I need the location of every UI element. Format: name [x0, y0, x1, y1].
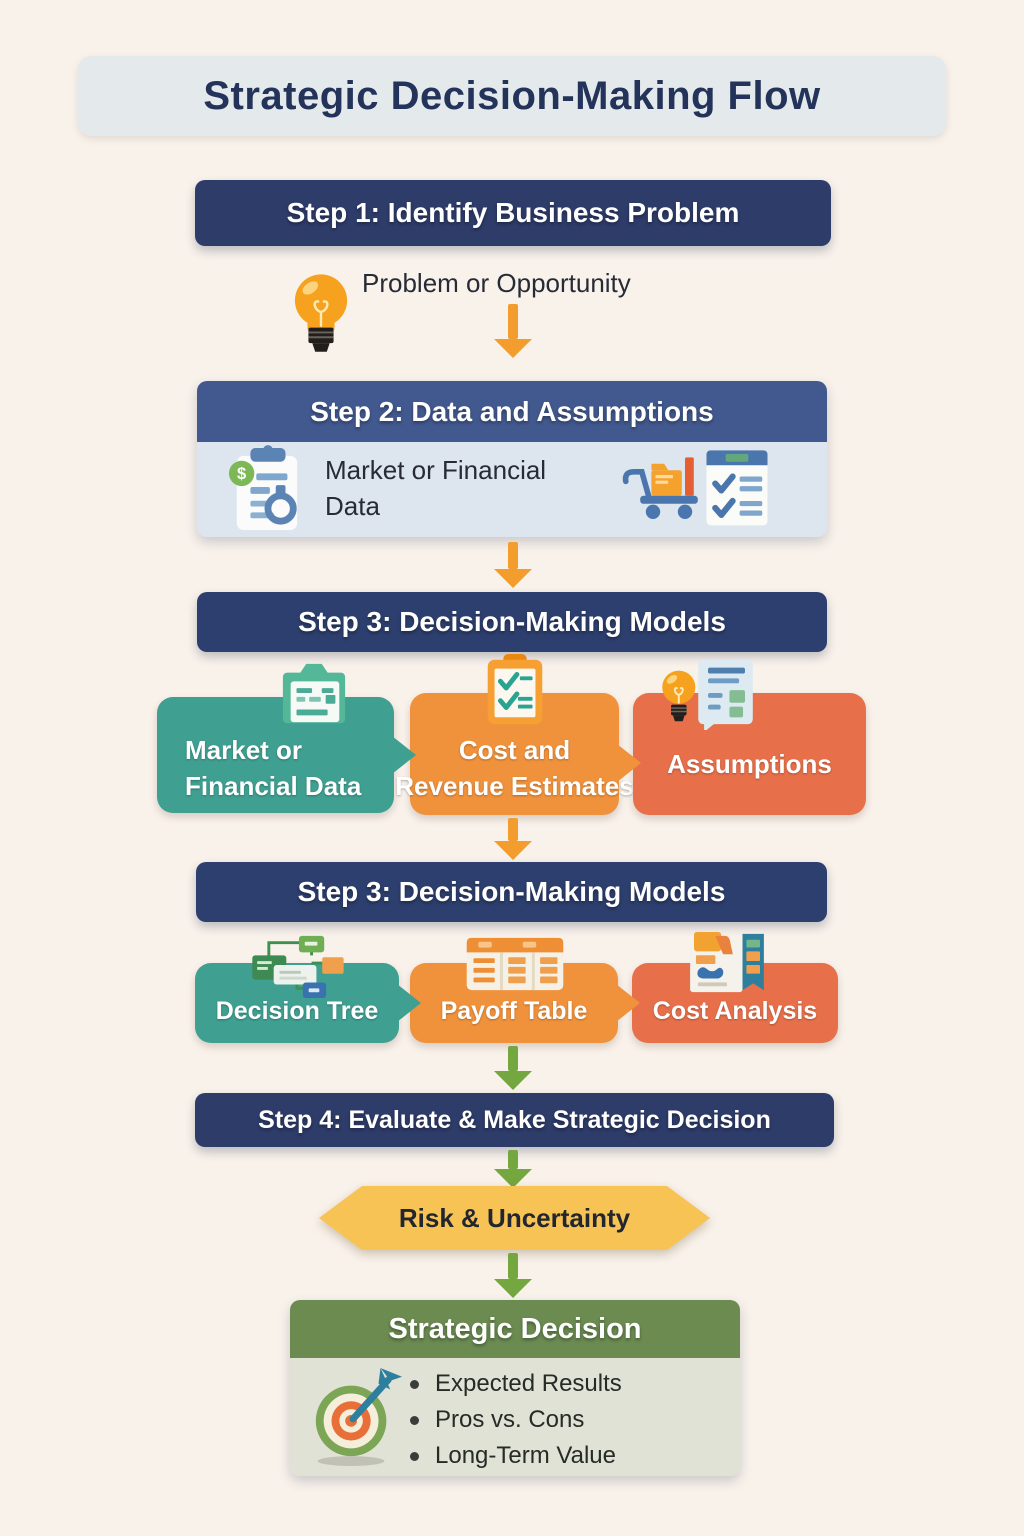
connector-arrow-right-4 [616, 984, 640, 1022]
strategic-decision-body: Expected Results Pros vs. Cons Long-Term… [290, 1358, 740, 1476]
flowbox-label-line1: Cost and [458, 735, 571, 765]
flow-arrow-down-5 [494, 1150, 532, 1188]
risk-label: Risk & Uncertainty [398, 1202, 631, 1233]
bullet-label: Long-Term Value [435, 1442, 616, 1469]
flowbox-label-line2: Financial Data [185, 771, 362, 801]
payoff-table-icon [466, 937, 564, 991]
financial-report-icon: $ [228, 445, 298, 530]
step1-note: Problem or Opportunity [362, 268, 631, 298]
risk-hexagon: Risk & Uncertainty [319, 1186, 710, 1250]
idea-document-icon [662, 659, 753, 730]
step3a-banner: Step 3: Decision-Making Models [197, 592, 827, 652]
folder-document-icon [282, 663, 346, 724]
bullet-item: Long-Term Value [410, 1438, 622, 1474]
step4-banner-label: Step 4: Evaluate & Make Strategic Decisi… [258, 1105, 771, 1134]
connector-arrow-right-1 [392, 736, 416, 774]
step2-banner-label: Step 2: Data and Assumptions [310, 395, 714, 427]
flow-arrow-down-4 [494, 1046, 532, 1090]
strategic-decision-label: Strategic Decision [388, 1312, 642, 1345]
flow-arrow-down-1 [494, 304, 532, 358]
flowbox-cost-revenue-estimates: Cost and Revenue Estimates [395, 693, 634, 815]
flow-arrow-down-2 [494, 542, 532, 588]
bullet-label: Pros vs. Cons [435, 1406, 585, 1433]
flowbox-label-line1: Market or [185, 735, 303, 765]
target-dart-icon [315, 1367, 403, 1466]
step3a-banner-label: Step 3: Decision-Making Models [298, 606, 726, 637]
flowbox-label: Decision Tree [215, 997, 379, 1025]
bullet-item: Pros vs. Cons [410, 1402, 622, 1438]
decision-bullet-list: Expected Results Pros vs. Cons Long-Term… [410, 1366, 622, 1474]
bullet-label: Expected Results [435, 1370, 622, 1397]
step3b-banner: Step 3: Decision-Making Models [196, 862, 827, 922]
flowbox-market-financial-data: Market or Financial Data [157, 697, 394, 813]
bullet-dot [410, 1415, 419, 1425]
step2-body: $ Market or Financial Data [197, 442, 827, 537]
strategic-decision-banner: Strategic Decision [290, 1300, 740, 1358]
risk-hexagon-wrap: Risk & Uncertainty [319, 1186, 710, 1250]
step2-note-line1: Market or Financial [325, 455, 547, 485]
decision-tree-icon [252, 935, 344, 999]
step3b-banner-label: Step 3: Decision-Making Models [297, 876, 726, 907]
svg-text:$: $ [237, 464, 246, 483]
page-title: Strategic Decision-Making Flow [203, 73, 821, 118]
flowbox-label: Cost Analysis [652, 997, 818, 1025]
flow-arrow-down-6 [494, 1253, 532, 1298]
step1-banner: Step 1: Identify Business Problem [195, 180, 831, 246]
step1-banner-label: Step 1: Identify Business Problem [286, 197, 740, 228]
bullet-dot [410, 1379, 419, 1389]
flowbox-label: Payoff Table [440, 997, 588, 1025]
connector-arrow-right-2 [617, 744, 641, 782]
title-card: Strategic Decision-Making Flow [78, 56, 946, 136]
flowbox-label-line1: Assumptions [667, 749, 832, 779]
step2-note-line2: Data [325, 491, 380, 521]
connector-arrow-right-3 [397, 984, 421, 1022]
flow-arrow-down-3 [494, 818, 532, 860]
step2-note: Market or Financial Data [325, 452, 546, 524]
strategic-decision-card: Strategic Decision Expected Results [290, 1300, 740, 1476]
clipboard-checklist-icon [487, 653, 543, 725]
checklist-panel-icon [706, 450, 768, 526]
step2-banner: Step 2: Data and Assumptions [197, 381, 827, 442]
step2-card: Step 2: Data and Assumptions $ Market or… [197, 381, 827, 537]
step4-banner: Step 4: Evaluate & Make Strategic Decisi… [195, 1093, 834, 1147]
bullet-item: Expected Results [410, 1366, 622, 1402]
shopping-cart-data-icon [622, 457, 698, 519]
cost-analysis-icon [690, 931, 764, 993]
lightbulb-icon [294, 274, 348, 352]
flowbox-label-line2: Revenue Estimates [395, 771, 634, 801]
bullet-dot [410, 1451, 419, 1461]
